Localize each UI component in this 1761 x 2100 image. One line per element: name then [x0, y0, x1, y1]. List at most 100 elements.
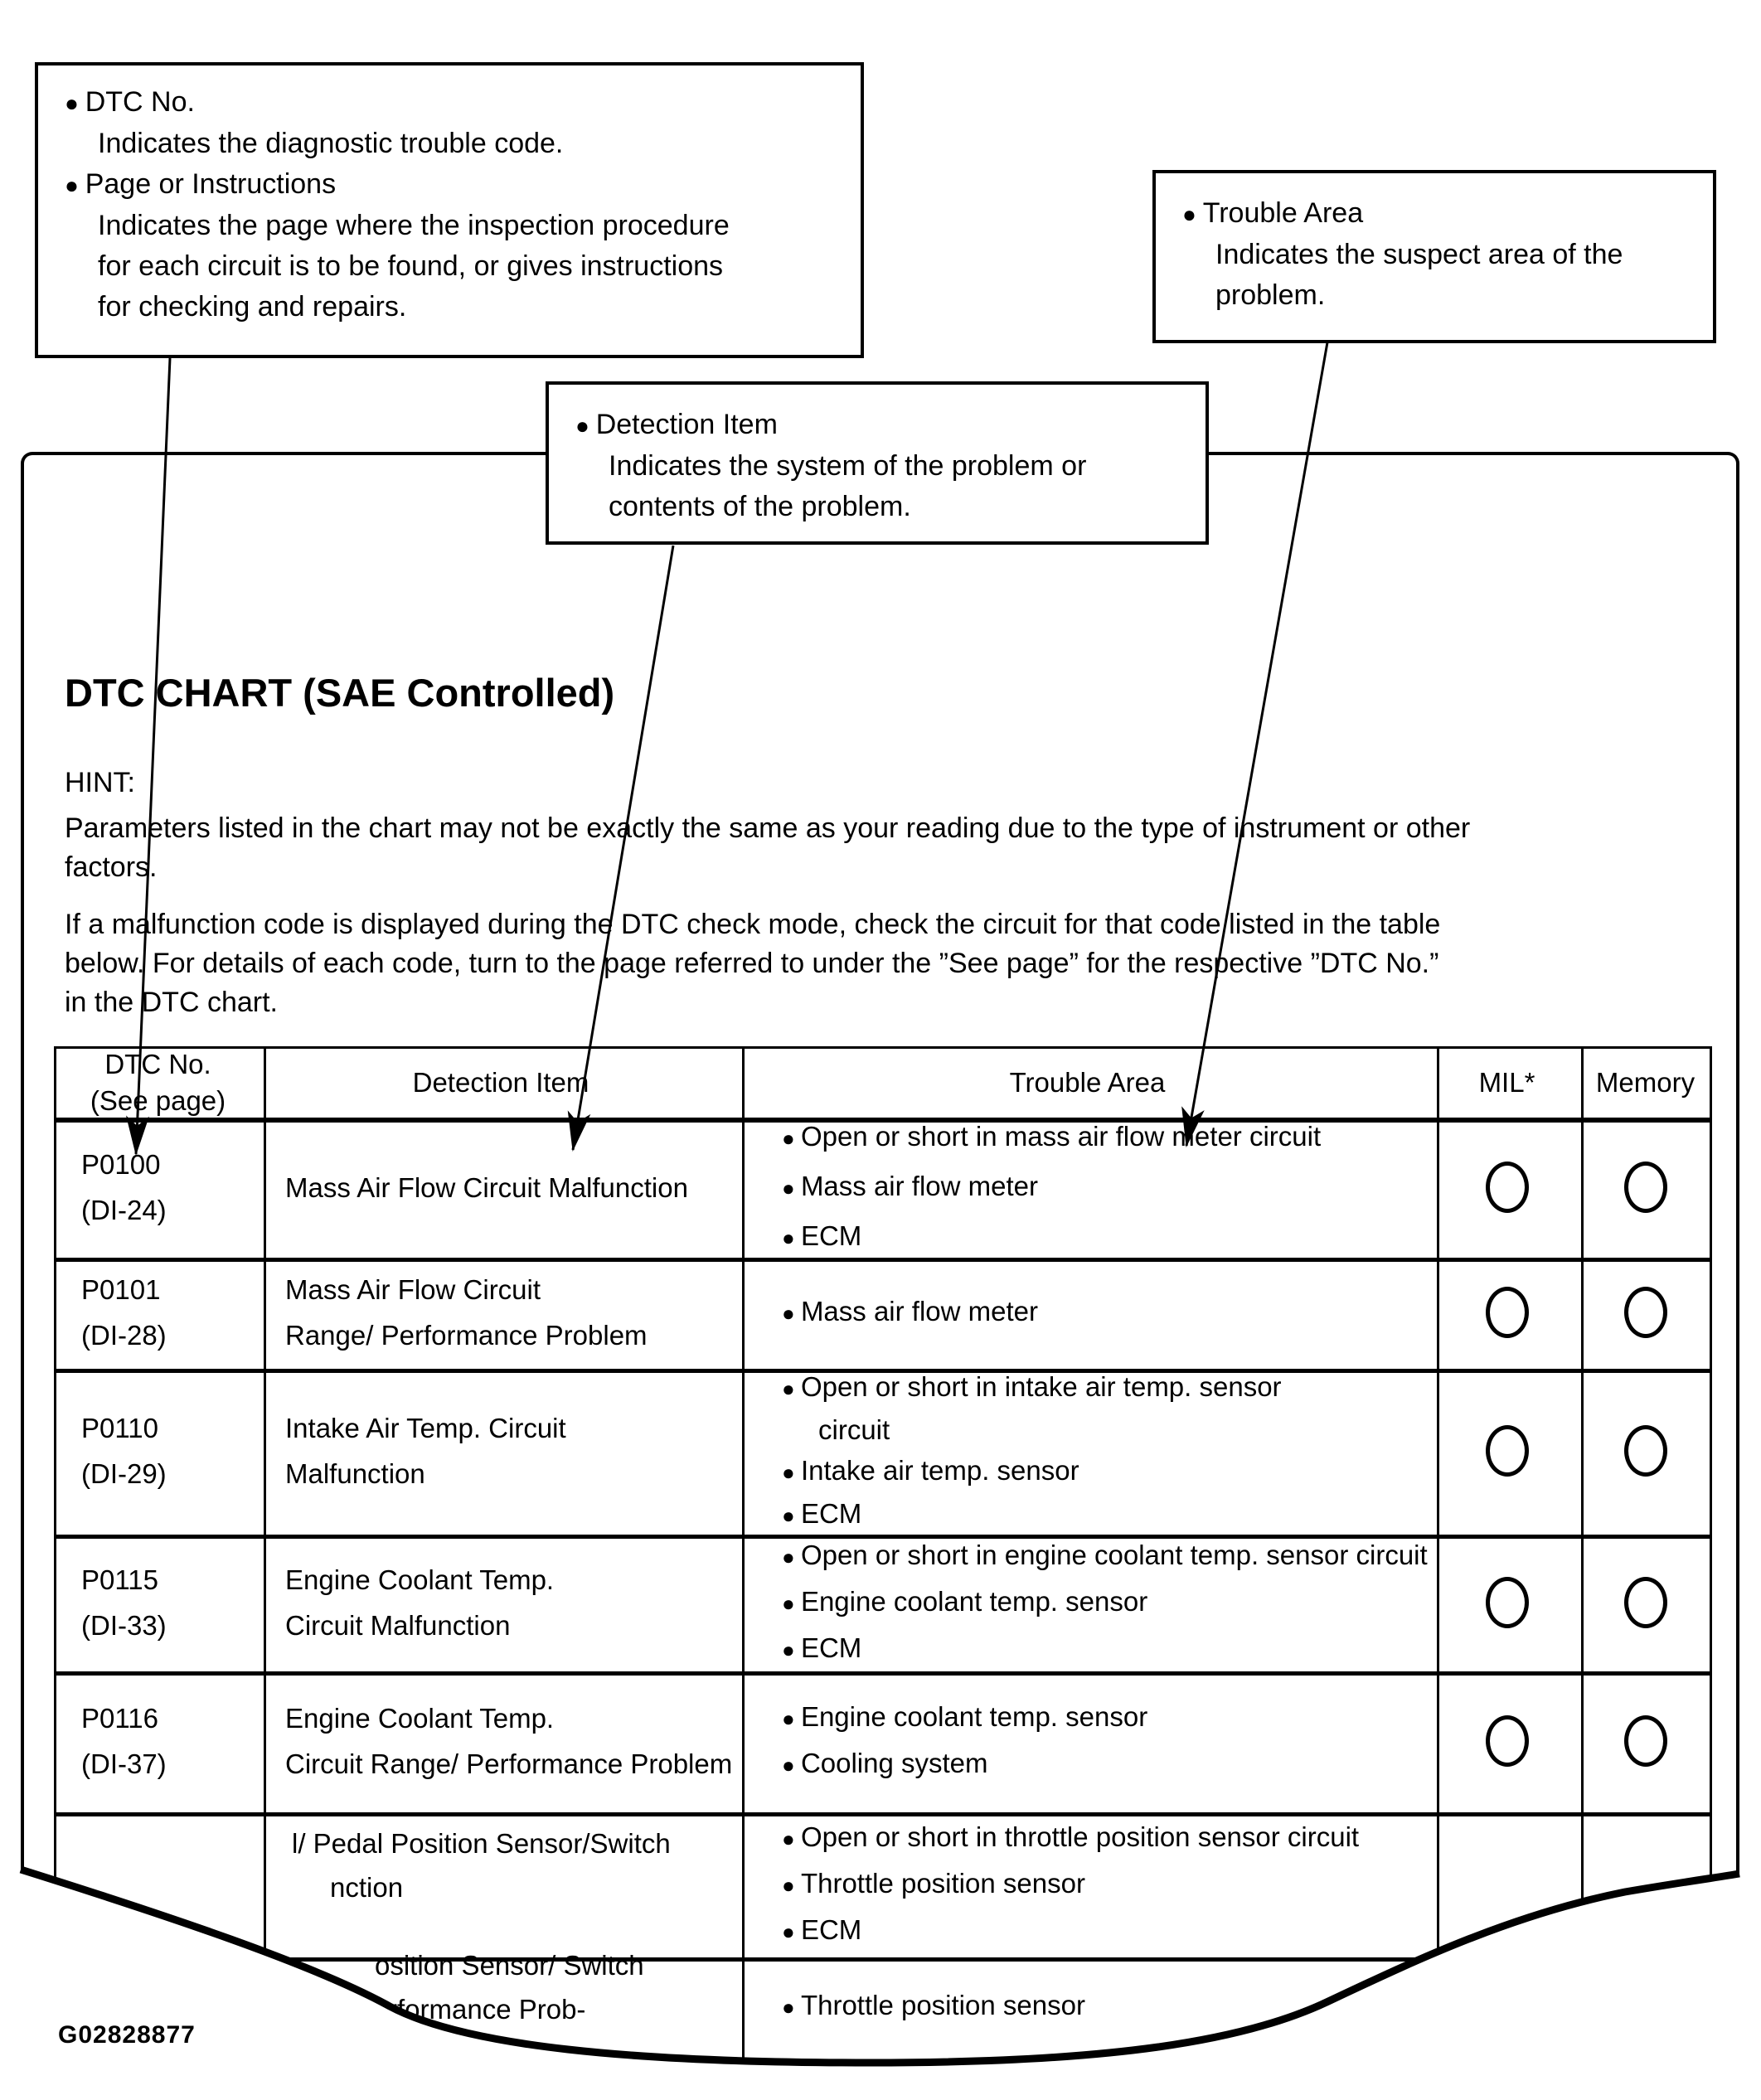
- cell-mil: [1437, 1118, 1577, 1257]
- cell-detection: Engine Coolant Temp. Circuit Range/ Perf…: [264, 1671, 738, 1811]
- trouble-item: Cooling system: [782, 1741, 1433, 1787]
- memory-circle: [1623, 1715, 1667, 1767]
- cell-trouble: Throttle position sensor: [742, 1961, 1433, 2052]
- cell-mil: [1437, 1368, 1577, 1534]
- cell-trouble: Engine coolant temp. sensor Cooling syst…: [742, 1671, 1433, 1811]
- cell-mil: [1437, 1257, 1577, 1368]
- cell-dtc-code: P0100 (DI-24): [56, 1118, 260, 1257]
- header-text: (See page): [90, 1085, 226, 1116]
- column-divider: [264, 1049, 266, 2100]
- page-title: DTC CHART (SAE Controlled): [65, 671, 615, 715]
- torn-detection-fragment: l/ Pedal Position Sensor/Switch: [292, 1828, 671, 1859]
- cell-detection: Mass Air Flow Circuit Malfunction: [264, 1118, 738, 1257]
- cell-memory: [1581, 1118, 1710, 1257]
- dtc-page: (DI-24): [81, 1195, 167, 1225]
- hint-line: factors.: [65, 851, 158, 883]
- header-text: Detection Item: [412, 1067, 589, 1098]
- mil-circle: [1485, 1715, 1529, 1767]
- trouble-item: Open or short in engine coolant temp. se…: [782, 1533, 1433, 1579]
- detection-text: Mass Air Flow Circuit Malfunction: [285, 1171, 688, 1203]
- cell-dtc-code: P0115 (DI-33): [56, 1534, 260, 1671]
- dtc-page: (DI-29): [81, 1458, 167, 1489]
- dtc-code: P0101: [81, 1274, 161, 1305]
- callout-item-line: Indicates the diagnostic trouble code.: [98, 128, 564, 159]
- cell-detection: Engine Coolant Temp. Circuit Malfunction: [264, 1534, 738, 1671]
- header-detection-item: Detection Item: [264, 1050, 738, 1116]
- trouble-item: Engine coolant temp. sensor: [782, 1695, 1433, 1741]
- trouble-item: ECM: [782, 1626, 1433, 1672]
- detection-text: Engine Coolant Temp.: [285, 1564, 555, 1595]
- memory-circle: [1623, 1576, 1667, 1628]
- callout-dtc-no-box: DTC No. Indicates the diagnostic trouble…: [35, 62, 864, 358]
- cell-mil: [1437, 1671, 1577, 1811]
- cell-mil: [1437, 1534, 1577, 1671]
- column-divider: [1581, 1049, 1584, 2100]
- callout-item-line: for checking and repairs.: [98, 291, 407, 323]
- intro-line: If a malfunction code is displayed durin…: [65, 909, 1441, 940]
- detection-text: Intake Air Temp. Circuit: [285, 1413, 566, 1443]
- row-divider: [56, 1671, 1710, 1676]
- header-text: Trouble Area: [1009, 1067, 1166, 1098]
- header-memory: Memory: [1581, 1050, 1710, 1116]
- callout-item-title: Trouble Area: [1182, 193, 1705, 235]
- intro-line: in the DTC chart.: [65, 987, 278, 1018]
- memory-circle: [1623, 1287, 1667, 1338]
- header-text: DTC No.: [104, 1049, 211, 1079]
- trouble-item: Open or short in intake air temp. sensor: [782, 1366, 1433, 1409]
- dtc-page: (DI-28): [81, 1320, 167, 1351]
- header-mil: MIL*: [1437, 1050, 1577, 1116]
- mil-circle: [1485, 1162, 1529, 1213]
- memory-circle: [1623, 1425, 1667, 1477]
- trouble-item: Open or short in mass air flow meter cir…: [782, 1113, 1433, 1162]
- intro-line: below. For details of each code, turn to…: [65, 948, 1439, 979]
- mil-circle: [1485, 1425, 1529, 1477]
- trouble-item: Throttle position sensor: [782, 1983, 1433, 2030]
- torn-detection-fragment: osition Sensor/ Switch: [375, 1950, 644, 1981]
- memory-circle: [1623, 1162, 1667, 1213]
- trouble-item: ECM: [782, 1908, 1433, 1954]
- header-trouble-area: Trouble Area: [742, 1050, 1433, 1116]
- callout-item-line: problem.: [1215, 279, 1326, 311]
- callout-item-line: Indicates the suspect area of the: [1215, 239, 1623, 270]
- dtc-code: P0116: [81, 1703, 158, 1734]
- callout-item-title: DTC No.: [65, 82, 852, 124]
- trouble-item: Engine coolant temp. sensor: [782, 1579, 1433, 1626]
- detection-text: Malfunction: [285, 1458, 425, 1489]
- cell-trouble: Open or short in throttle position senso…: [742, 1811, 1433, 1957]
- cell-memory: [1581, 1257, 1710, 1368]
- cell-memory: [1581, 1671, 1710, 1811]
- hint-label: HINT:: [65, 767, 135, 798]
- detection-text: Range/ Performance Problem: [285, 1320, 648, 1351]
- trouble-item: Throttle position sensor: [782, 1861, 1433, 1908]
- column-divider: [742, 1049, 745, 2100]
- hint-paragraph: Parameters listed in the chart may not b…: [65, 809, 1715, 887]
- trouble-item: ECM: [782, 1493, 1433, 1536]
- trouble-item: Open or short in throttle position senso…: [782, 1815, 1433, 1861]
- cell-dtc-code: P0116 (DI-37): [56, 1671, 260, 1811]
- column-divider: [1437, 1049, 1439, 2100]
- dtc-code: P0100: [81, 1149, 161, 1180]
- callout-item-line: Indicates the page where the inspection …: [98, 210, 730, 241]
- callout-item-line: contents of the problem.: [609, 491, 911, 522]
- dtc-page: (DI-37): [81, 1748, 167, 1779]
- callout-item-title: Detection Item: [575, 405, 1197, 446]
- dtc-code: P0115: [81, 1564, 158, 1595]
- trouble-item-continuation: circuit: [818, 1414, 890, 1445]
- header-text: MIL*: [1478, 1067, 1535, 1098]
- callout-item-line: Indicates the system of the problem or: [609, 450, 1087, 482]
- mil-circle: [1485, 1576, 1529, 1628]
- cell-memory: [1581, 1368, 1710, 1534]
- cell-trouble: Mass air flow meter: [742, 1257, 1433, 1368]
- intro-paragraph: If a malfunction code is displayed durin…: [65, 905, 1715, 1022]
- mil-circle: [1485, 1287, 1529, 1338]
- figure-code: G02828877: [58, 2021, 196, 2049]
- cell-detection: Mass Air Flow Circuit Range/ Performance…: [264, 1257, 738, 1368]
- trouble-item: Mass air flow meter: [782, 1289, 1433, 1336]
- trouble-item: Mass air flow meter: [782, 1162, 1433, 1212]
- detection-text: Engine Coolant Temp.: [285, 1703, 555, 1734]
- cell-dtc-code: P0101 (DI-28): [56, 1257, 260, 1368]
- torn-detection-fragment: nction: [330, 1872, 404, 1903]
- callout-item-title: Page or Instructions: [65, 164, 852, 206]
- cell-detection: Intake Air Temp. Circuit Malfunction: [264, 1368, 738, 1534]
